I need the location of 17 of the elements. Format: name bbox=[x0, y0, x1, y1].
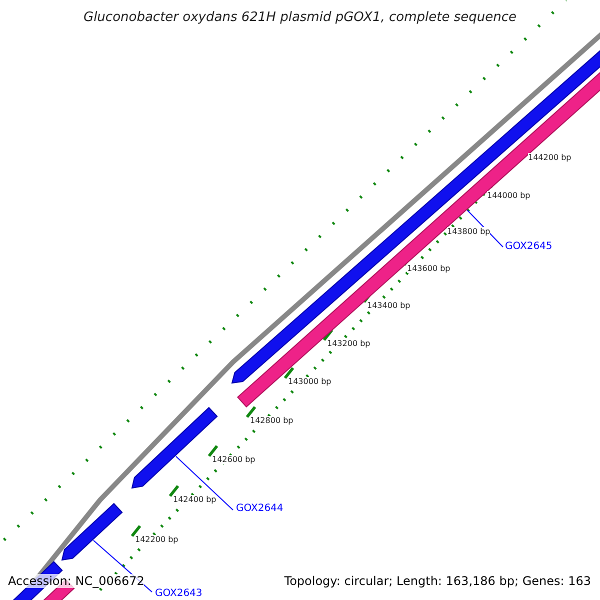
position-label: 143000 bp bbox=[288, 377, 332, 386]
position-label: 142600 bp bbox=[212, 455, 256, 464]
leader-line bbox=[175, 456, 234, 510]
accession-text: Accession: NC_006672 bbox=[8, 574, 144, 588]
gene-block bbox=[61, 502, 123, 561]
summary-text: Topology: circular; Length: 163,186 bp; Genes: 163 bbox=[284, 574, 591, 588]
position-label: 143200 bp bbox=[327, 339, 370, 348]
position-label: 143800 bp bbox=[447, 227, 490, 236]
leader-line bbox=[466, 210, 504, 248]
gene-label: GOX2644 bbox=[236, 503, 284, 514]
position-label: 143400 bp bbox=[367, 301, 410, 310]
position-label: 143600 bp bbox=[407, 264, 450, 273]
position-label: 144200 bp bbox=[528, 153, 572, 162]
position-label: 144000 bp bbox=[487, 191, 530, 200]
title: Gluconobacter oxydans 621H plasmid pGOX1, complete sequence bbox=[82, 10, 518, 25]
gene-label: GOX2643 bbox=[155, 588, 202, 599]
gene-label: GOX2645 bbox=[505, 241, 552, 252]
